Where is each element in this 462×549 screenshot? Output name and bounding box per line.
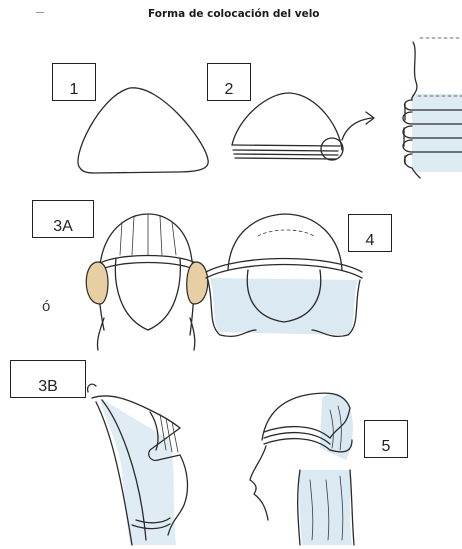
step3a-figure	[86, 214, 208, 350]
step4-figure	[206, 214, 362, 336]
detail-arrow	[342, 118, 372, 140]
step3b-figure	[88, 384, 188, 545]
step1-label: 1	[52, 63, 96, 101]
step5-figure	[250, 393, 354, 545]
step3a-label: 3A	[32, 200, 94, 238]
alternative-marker: ó	[42, 298, 50, 315]
step1-folded-veil	[78, 88, 208, 173]
step5-label: 5	[364, 420, 408, 458]
step2-label: 2	[207, 63, 251, 101]
roll-detail	[403, 38, 462, 178]
step2-rolled-veil	[232, 93, 374, 160]
step4-label: 4	[348, 214, 392, 252]
detail-circle	[321, 138, 343, 160]
step3b-label: 3B	[10, 360, 86, 398]
